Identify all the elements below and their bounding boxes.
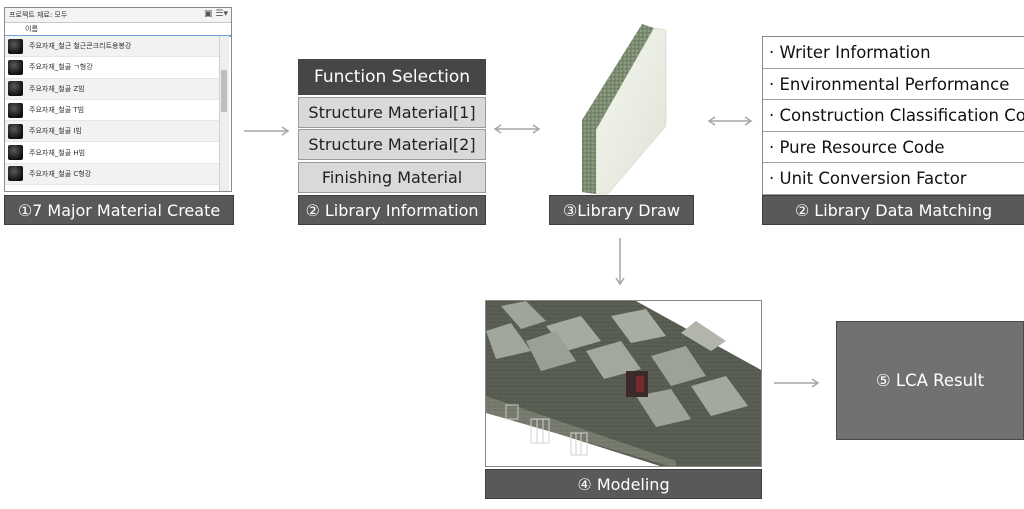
function-item-structure-1[interactable]: Structure Material[1]	[298, 97, 486, 128]
data-item-environmental: · Environmental Performance	[763, 69, 1024, 101]
list-item[interactable]: 주요자재_철골 ㄱ형강	[5, 57, 221, 79]
panel-scrollbar[interactable]	[219, 36, 229, 191]
panel-header: 프로젝트 재료: 모두 ▣ ☰▾	[5, 8, 231, 23]
material-thumbnail-icon	[8, 102, 23, 118]
step2b-label: ② Library Data Matching	[762, 195, 1024, 225]
data-item-unit-factor: · Unit Conversion Factor	[763, 163, 1024, 195]
panel-header-label: 프로젝트 재료: 모두	[9, 11, 68, 19]
material-thumbnail-icon	[8, 145, 23, 161]
list-item[interactable]: 주요자재_철골 I빔	[5, 121, 221, 143]
arrow-right-icon	[774, 378, 820, 388]
list-item[interactable]: 주요자재_철골 C형강	[5, 163, 221, 186]
library-data-list: · Writer Information · Environmental Per…	[762, 36, 1024, 196]
step2-label: ② Library Information	[298, 195, 486, 225]
function-selection-title: Function Selection	[298, 59, 486, 95]
panel-view-icons[interactable]: ▣ ☰▾	[204, 9, 228, 19]
step1-label: ①7 Major Material Create	[4, 195, 234, 225]
double-arrow-icon	[493, 124, 541, 134]
double-arrow-icon	[707, 116, 753, 126]
material-thumbnail-icon	[8, 38, 23, 54]
material-thumbnail-icon	[8, 81, 23, 97]
step3-label: ③Library Draw	[549, 195, 694, 225]
step4-label: ④ Modeling	[485, 469, 762, 499]
function-item-structure-2[interactable]: Structure Material[2]	[298, 129, 486, 160]
building-model-image	[486, 301, 761, 466]
modeling-render	[485, 300, 762, 467]
list-item[interactable]: 주요자재_철골 H빔	[5, 142, 221, 164]
panel-column-header: 이름	[5, 23, 231, 37]
data-item-writer: · Writer Information	[763, 37, 1024, 69]
list-item[interactable]: 주요자재_철골 Z빔	[5, 78, 221, 100]
material-list-panel: 프로젝트 재료: 모두 ▣ ☰▾ 이름 주요자재_철근 철근콘크리트용봉강 주요…	[4, 7, 232, 192]
list-item[interactable]: 주요자재_철골 T빔	[5, 100, 221, 122]
material-thumbnail-icon	[8, 166, 23, 182]
wall-panel-render	[582, 24, 667, 195]
function-item-finishing[interactable]: Finishing Material	[298, 162, 486, 193]
data-item-construction-code: · Construction Classification Code	[763, 100, 1024, 132]
arrow-right-icon	[244, 126, 290, 136]
data-item-resource-code: · Pure Resource Code	[763, 132, 1024, 164]
list-item[interactable]: 주요자재_철근 철근콘크리트용봉강	[5, 36, 221, 58]
lca-result-box: ⑤ LCA Result	[836, 321, 1024, 440]
material-list: 주요자재_철근 철근콘크리트용봉강 주요자재_철골 ㄱ형강 주요자재_철골 Z빔…	[5, 36, 221, 186]
scrollbar-thumb[interactable]	[221, 70, 227, 112]
material-thumbnail-icon	[8, 123, 23, 139]
arrow-down-icon	[615, 238, 625, 286]
material-thumbnail-icon	[8, 59, 23, 75]
